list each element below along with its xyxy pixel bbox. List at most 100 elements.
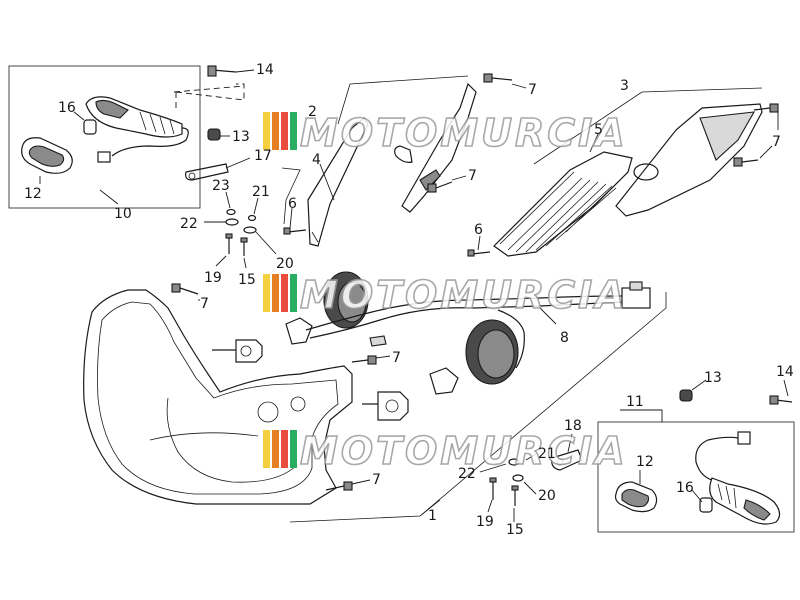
- screw-6-b: [471, 251, 491, 255]
- screw-7-b-head: [427, 183, 437, 193]
- watermark-stripe-2: [272, 274, 279, 312]
- indicator-lamp-right: [743, 499, 771, 521]
- screw-15-head-left: [240, 237, 248, 243]
- callout-8: 8: [560, 330, 569, 346]
- nut-13-left: [207, 128, 221, 141]
- trim-panel-group: [281, 73, 513, 247]
- watermark-stripe-2: [272, 112, 279, 150]
- headlight-housing: [83, 289, 353, 505]
- right-turn-signal-group: [597, 389, 795, 533]
- washer-20-left: [243, 226, 257, 234]
- callout-20b: 20: [538, 488, 556, 504]
- callout-7f: 7: [392, 350, 401, 366]
- callout-7b: 7: [468, 168, 477, 184]
- trim-panel-2: [401, 82, 477, 213]
- bulb-16-right: [699, 497, 713, 513]
- leader-23a: [225, 191, 231, 209]
- bulb-16-left: [83, 119, 97, 135]
- indicator-body-left: [85, 96, 183, 138]
- callout-13a: 13: [232, 129, 250, 145]
- callout-11: 11: [626, 394, 644, 410]
- harness-main-wire: [305, 295, 623, 331]
- washer-22-left: [225, 218, 239, 226]
- harness-leader: [539, 307, 557, 325]
- trim-panel-4: [307, 117, 369, 247]
- screw-14-right: [775, 399, 793, 403]
- panel-5: [493, 151, 633, 257]
- screw-19-head-left: [225, 233, 233, 239]
- screw-6-b-head: [467, 249, 475, 257]
- callout-17: 17: [254, 148, 272, 164]
- connector-small: [369, 335, 387, 347]
- headlight-projector-2: [290, 396, 306, 412]
- screw-14-head-left: [207, 65, 217, 77]
- callout-13b: 13: [704, 370, 722, 386]
- leader-18: [567, 433, 573, 453]
- harness-branch: [497, 309, 525, 369]
- leader-21b: [525, 453, 537, 461]
- headlight-projector-1: [257, 401, 279, 423]
- bulb-socket-left: [285, 317, 313, 345]
- callout-10: 10: [114, 206, 132, 222]
- leader-20a: [255, 231, 277, 255]
- indicator-body-right: [709, 477, 781, 525]
- leader-16a: [73, 111, 85, 121]
- washer-22-right: [508, 458, 520, 466]
- callout-16a: 16: [58, 100, 76, 116]
- callout-14b: 14: [776, 364, 794, 380]
- watermark-bottom: MOTOMURCIA: [263, 428, 628, 474]
- leader-13b: [691, 379, 707, 391]
- washer-20-right: [512, 474, 524, 482]
- callout-7g: 7: [372, 472, 381, 488]
- harness-connector-tab: [629, 281, 643, 291]
- bulb-h7-right-glass: [385, 399, 399, 413]
- watermark-stripe-3: [281, 274, 288, 312]
- headlight-lens-outline: [97, 301, 339, 495]
- callout-6a: 6: [288, 196, 297, 212]
- screw-7-d: [741, 159, 759, 163]
- bracket-18-hole: [556, 458, 564, 466]
- bulb-h7-right: [362, 391, 409, 421]
- callout-21b: 21: [538, 446, 556, 462]
- fasteners-right: [489, 449, 583, 506]
- screw-7-b: [435, 181, 453, 189]
- headlight-leader: [289, 499, 441, 523]
- bulb-clip: [394, 145, 413, 163]
- lens-12-right: [614, 481, 658, 513]
- leader-7d: [759, 145, 773, 159]
- washer-23-left: [226, 208, 236, 216]
- kit-box-left: [8, 65, 201, 209]
- washer-21-left: [247, 214, 257, 222]
- bulb-h7-left-glass: [240, 345, 252, 357]
- callout-4: 4: [312, 152, 321, 168]
- callout-19a: 19: [204, 270, 222, 286]
- callout-labels: 14 16 13 12 10 17 23 21 22 19 15 20 6 2 …: [24, 62, 794, 538]
- watermark-stripe-1: [263, 112, 270, 150]
- panel-3-bulb: [633, 163, 659, 181]
- bracket-17-group: [185, 163, 229, 181]
- panel-leader-2: [281, 167, 301, 225]
- connector-right: [737, 431, 751, 445]
- callout-2: 2: [308, 104, 317, 120]
- screw-7-d-head: [733, 157, 743, 167]
- screw-6-a: [287, 229, 307, 233]
- leader-7b: [451, 175, 467, 181]
- guide-left-kit-2: [173, 85, 245, 93]
- leader-4: [319, 163, 335, 201]
- wire-right: [695, 436, 739, 481]
- callout-23a: 23: [212, 178, 230, 194]
- panel-leader-top: [349, 75, 469, 85]
- screw-15-head-right: [511, 485, 519, 491]
- indicator-stem-ribs-right: [717, 483, 737, 509]
- watermark-stripe-3: [281, 430, 288, 468]
- headlight-leader-2: [419, 292, 667, 517]
- leader-6a: [289, 207, 293, 229]
- watermark-text: MOTOMURCIA: [300, 111, 628, 155]
- watermark-stripe-4: [290, 112, 297, 150]
- watermark-text: MOTOMURCIA: [300, 429, 628, 473]
- watermark-stripe-4: [290, 430, 297, 468]
- callout-7a: 7: [528, 82, 537, 98]
- watermark-middle: MOTOMURCIA: [263, 272, 626, 318]
- screw-7-g-head: [343, 481, 353, 491]
- leader-15a: [243, 257, 247, 269]
